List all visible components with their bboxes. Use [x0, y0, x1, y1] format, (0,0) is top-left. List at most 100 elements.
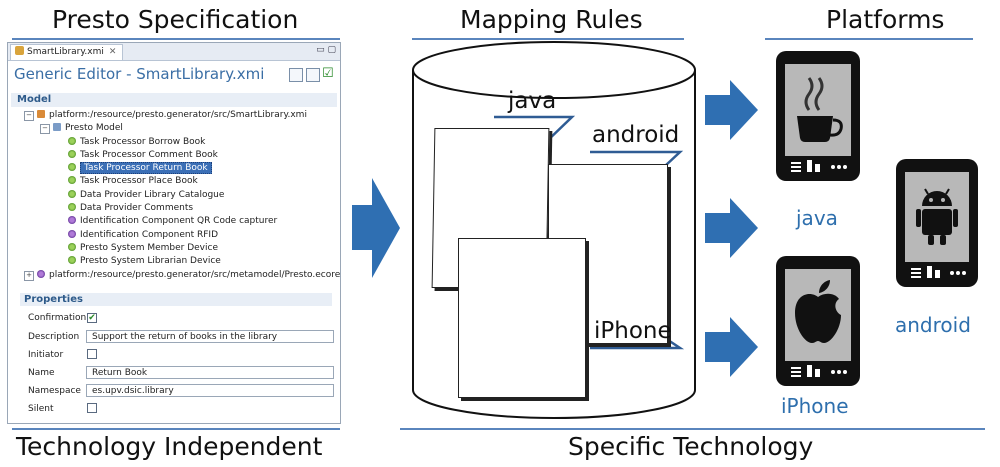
tree-item-label: platform:/resource/presto.generator/src/…	[49, 110, 307, 120]
tree-item-label: Data Provider Comments	[80, 203, 194, 214]
description-field[interactable]: Support the return of books in the libra…	[86, 330, 334, 343]
layout-icon[interactable]	[289, 68, 303, 82]
android-arrow	[705, 198, 758, 258]
heading-underline	[12, 38, 340, 40]
tree-row[interactable]: − platform:/resource/presto.generator/src…	[16, 109, 336, 122]
tree-item-label: Task Processor Return Book	[80, 162, 212, 175]
initiator-checkbox[interactable]	[87, 349, 97, 359]
tree-row[interactable]: Data Provider Library Catalogue	[16, 189, 336, 202]
initiator-label: Initiator	[28, 350, 64, 360]
collapse-icon[interactable]: −	[40, 124, 50, 135]
properties-section-header: Properties	[20, 293, 332, 306]
iphone-platform-label: iPhone	[781, 394, 849, 418]
confirmation-checkbox[interactable]: ✔	[87, 313, 97, 323]
task-icon	[68, 136, 76, 145]
expand-icon[interactable]: +	[24, 270, 34, 281]
generic-editor-panel: SmartLibrary.xmi ✕ ▭ ▢ Generic Editor - S…	[7, 42, 341, 424]
system-icon	[68, 256, 76, 265]
tree-row[interactable]: Task Processor Borrow Book	[16, 136, 336, 149]
tree-item-label: Identification Component RFID	[80, 229, 218, 240]
tree-row[interactable]: Presto System Librarian Device	[16, 255, 336, 268]
xmi-file-icon	[15, 46, 24, 55]
iphone-arrow	[705, 317, 758, 377]
description-label: Description	[28, 332, 80, 342]
heading-overline	[12, 428, 340, 430]
cylinder-top	[412, 41, 696, 99]
tree-item-label: Data Provider Library Catalogue	[80, 189, 225, 200]
tree-row[interactable]: Task Processor Comment Book	[16, 149, 336, 162]
code-snippet	[459, 239, 585, 249]
tree-item-label: Task Processor Comment Book	[80, 149, 218, 160]
java-arrow	[705, 80, 758, 140]
model-tree: − platform:/resource/presto.generator/src…	[16, 109, 340, 282]
technology-independent-heading: Technology Independent	[16, 432, 323, 461]
minimize-icon[interactable]: ▭	[316, 45, 325, 55]
flow-arrow	[352, 178, 400, 278]
apple-icon	[795, 280, 841, 343]
platforms-heading: Platforms	[826, 5, 945, 34]
editor-tab-bar: SmartLibrary.xmi ✕ ▭ ▢	[8, 43, 340, 61]
mapping-rules-heading: Mapping Rules	[460, 5, 643, 34]
android-mapping-label: android	[592, 122, 680, 148]
android-robot-icon	[916, 188, 958, 245]
identification-icon	[68, 216, 76, 225]
tree-item-label: platform:/resource/presto.generator/src/…	[49, 269, 341, 280]
tree-row[interactable]: − Presto Model	[16, 122, 336, 135]
grid-icon[interactable]	[306, 68, 320, 82]
tree-row[interactable]: + platform:/resource/presto.generator/src…	[16, 269, 340, 282]
task-icon	[68, 176, 76, 185]
android-phone	[896, 159, 978, 287]
validate-icon[interactable]: ☑	[322, 66, 334, 81]
code-snippet	[549, 165, 667, 175]
close-icon[interactable]: ✕	[108, 47, 117, 57]
data-provider-icon	[68, 203, 76, 212]
tree-item-label: Presto System Member Device	[80, 242, 218, 253]
presto-specification-heading: Presto Specification	[52, 5, 299, 34]
maximize-icon[interactable]: ▢	[327, 45, 336, 55]
data-provider-icon	[68, 189, 76, 198]
system-icon	[68, 242, 76, 251]
task-icon	[68, 163, 76, 172]
confirmation-label: Confirmation	[28, 313, 87, 323]
java-callout-line	[494, 115, 576, 144]
name-label: Name	[28, 368, 55, 378]
tree-row[interactable]: Data Provider Comments	[16, 202, 336, 215]
name-field[interactable]: Return Book	[86, 366, 334, 379]
silent-checkbox[interactable]	[87, 403, 97, 413]
heading-overline	[400, 428, 985, 430]
java-platform-label: java	[796, 206, 838, 230]
tree-row-selected[interactable]: Task Processor Return Book	[16, 162, 336, 175]
tree-row[interactable]: Presto System Member Device	[16, 242, 336, 255]
tree-row[interactable]: Identification Component RFID	[16, 229, 336, 242]
namespace-field[interactable]: es.upv.dsic.library	[86, 384, 334, 397]
heading-underline	[765, 38, 973, 40]
tree-item-label: Task Processor Place Book	[80, 176, 198, 187]
ecore-icon	[37, 269, 45, 278]
iphone-phone	[776, 256, 860, 386]
code-snippet	[435, 129, 548, 139]
tree-item-label: Presto Model	[65, 123, 123, 134]
silent-label: Silent	[28, 404, 54, 414]
model-section-header: Model	[11, 93, 337, 107]
namespace-label: Namespace	[28, 386, 81, 396]
window-buttons: ▭ ▢	[316, 45, 336, 55]
heading-underline	[412, 38, 684, 40]
editor-tab[interactable]: SmartLibrary.xmi ✕	[10, 44, 124, 60]
tree-item-label: Presto System Librarian Device	[80, 256, 221, 267]
editor-title: Generic Editor - SmartLibrary.xmi	[14, 65, 265, 83]
editor-tab-label: SmartLibrary.xmi	[27, 47, 104, 57]
model-icon	[53, 123, 61, 132]
coffee-cup-icon	[797, 77, 843, 142]
code-document	[458, 238, 586, 398]
tree-row[interactable]: Identification Component QR Code capture…	[16, 215, 336, 228]
tree-item-label: Task Processor Borrow Book	[80, 136, 206, 147]
resource-icon	[37, 110, 45, 118]
identification-icon	[68, 229, 76, 238]
tree-row[interactable]: Task Processor Place Book	[16, 175, 336, 188]
iphone-mapping-label: iPhone	[594, 318, 672, 344]
java-mapping-label: java	[508, 88, 557, 114]
android-platform-label: android	[895, 313, 971, 337]
task-icon	[68, 149, 76, 158]
tree-item-label: Identification Component QR Code capture…	[80, 216, 278, 227]
collapse-icon[interactable]: −	[24, 111, 34, 121]
